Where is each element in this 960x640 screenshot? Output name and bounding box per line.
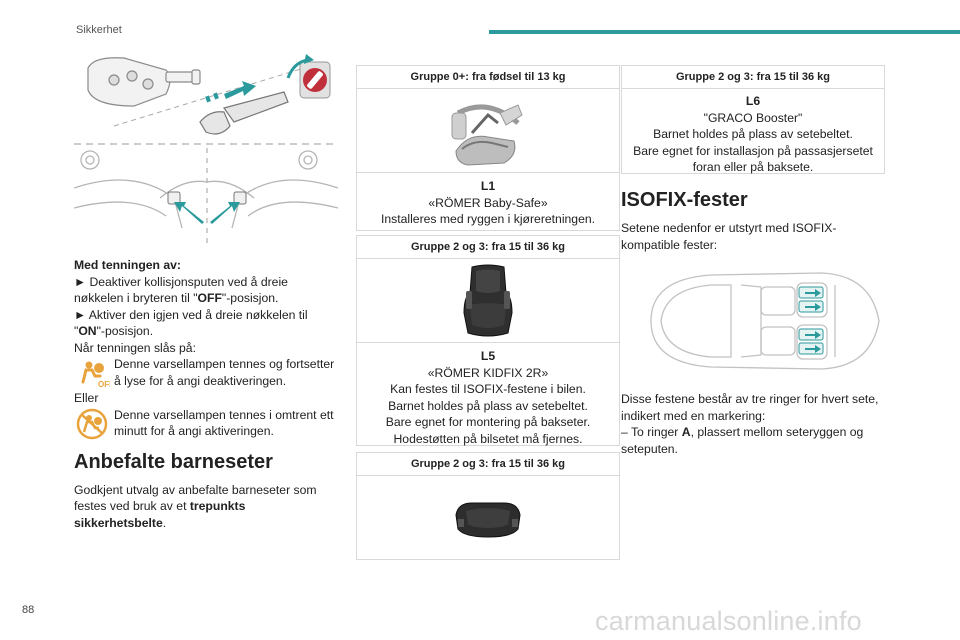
seat-box-l1: Gruppe 0+: fra fødsel til 13 kg L1 «RÖME… — [356, 65, 620, 231]
isofix-rings-text: Disse festene består av tre ringer for h… — [621, 392, 879, 423]
page-number: 88 — [22, 604, 35, 616]
key-fob-drawing — [87, 57, 201, 107]
seat-desc-l5-1: Kan festes til ISOFIX-festene i bilen. — [390, 382, 586, 396]
key-switch-illustration — [74, 54, 338, 248]
isofix-intro: Setene nedenfor er utstyrt med ISOFIX-ko… — [621, 221, 837, 252]
seat-desc-l5-3: Bare egnet for montering på bakseter. — [385, 415, 591, 429]
insert-arrow — [205, 81, 256, 103]
watermark: carmanualsonline.info — [595, 606, 862, 636]
warning-row-deactivated: OFF Denne varsellampen tennes og fortset… — [74, 356, 338, 390]
seat-box-l5-group: Gruppe 2 og 3: fra 15 til 36 kg — [357, 236, 619, 259]
seat-desc-l6-1: Barnet holdes på plass av setebeltet. — [653, 127, 853, 141]
kidfix-seat-image — [463, 264, 513, 336]
seat-desc-l5-2: Barnet holdes på plass av setebeltet. — [388, 398, 588, 413]
seat-code-l1: L1 — [480, 179, 496, 193]
airbag-off-warning-icon: OFF — [75, 357, 110, 389]
isofix-car-diagram — [650, 272, 880, 370]
seat-code-l6: L6 — [745, 94, 761, 108]
seat-box-l1-group: Gruppe 0+: fra fødsel til 13 kg — [357, 66, 619, 89]
recommended-seats-heading: Anbefalte barneseter — [74, 450, 273, 473]
seat-name-l1: «RÖMER Baby-Safe» — [428, 195, 548, 210]
switch-location-arrows — [174, 202, 240, 224]
seat-name-l5: «RÖMER KIDFIX 2R» — [427, 365, 549, 380]
seat-desc-l6-2: Bare egnet for installasjon på passasjer… — [633, 143, 873, 175]
isofix-anchor-marks — [798, 286, 824, 355]
isofix-heading: ISOFIX-fester — [621, 189, 748, 211]
seat-box-booster-cushion: Gruppe 2 og 3: fra 15 til 36 kg — [356, 452, 620, 560]
baby-safe-seat-image — [451, 103, 523, 166]
warning-text-deactivated: Denne varsellampen tennes og fortsetter … — [114, 357, 335, 388]
airbag-switch-drawing — [286, 54, 331, 99]
seat-desc-l5-4: Hodestøtten på bilsetet må fjernes. — [393, 431, 583, 446]
left-column: Med tenningen av: ► Deaktiver kollisjons… — [74, 48, 338, 531]
seat-desc-l1: Installeres med ryggen i kjøreretningen. — [380, 212, 596, 226]
deactivate-step: ► Deaktiver kollisjonsputen ved å dreie … — [74, 274, 288, 306]
isofix-ring-a-text: – To ringer A, plassert mellom seterygge… — [621, 425, 864, 456]
section-title: Sikkerhet — [76, 24, 122, 36]
seat-box-l6: Gruppe 2 og 3: fra 15 til 36 kg L6 "GRAC… — [621, 65, 885, 174]
airbag-off-crossed-warning-icon — [76, 408, 108, 439]
recommended-seats-text: Godkjent utvalg av anbefalte barneseter … — [74, 482, 317, 530]
header-accent-bar — [489, 30, 960, 34]
seat-box-l6-group: Gruppe 2 og 3: fra 15 til 36 kg — [622, 66, 884, 89]
activate-step: ► Aktiver den igjen ved å dreie nøkkelen… — [74, 307, 308, 339]
isofix-section: ISOFIX-fester Setene nedenfor er utstyrt… — [621, 188, 885, 457]
seat-name-l6: "GRACO Booster" — [703, 110, 803, 125]
warning-text-activated: Denne varsellampen tennes i omtrent ett … — [114, 407, 334, 439]
svg-text:OFF: OFF — [98, 380, 110, 389]
booster-cushion-image — [455, 502, 521, 538]
seat-box-l5: Gruppe 2 og 3: fra 15 til 36 kg L5 «RÖME… — [356, 235, 620, 446]
dashboard-drawing — [74, 148, 338, 248]
ignition-off-title: Med tenningen av: — [74, 258, 181, 272]
seat-box-booster-group: Gruppe 2 og 3: fra 15 til 36 kg — [357, 453, 619, 476]
seat-code-l5: L5 — [480, 349, 496, 363]
ignition-on-text: Når tenningen slås på: — [74, 340, 196, 355]
warning-row-activated: Denne varsellampen tennes i omtrent ett … — [74, 407, 338, 441]
or-label: Eller — [74, 391, 99, 405]
